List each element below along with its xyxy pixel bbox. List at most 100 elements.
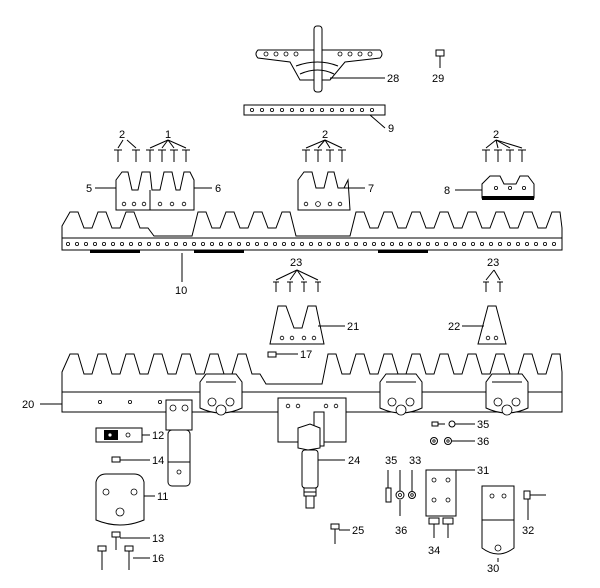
part-12-bracket	[95, 427, 150, 443]
callout-label: 35	[477, 419, 489, 431]
rivet-hole	[479, 241, 484, 246]
part-16-bolts	[97, 545, 150, 570]
rivet-hole	[128, 241, 133, 246]
left-mount-bracket	[165, 399, 193, 487]
rivet-hole	[173, 241, 178, 246]
rivet-hole	[425, 241, 430, 246]
callout-label: 28	[387, 73, 399, 85]
rivet-hole	[506, 241, 511, 246]
callout-label: 35	[385, 455, 397, 467]
rivet-hole	[326, 241, 331, 246]
callout-label: 23	[290, 257, 302, 269]
rivet-hole	[534, 241, 539, 246]
bolt-group-23-left	[273, 269, 321, 292]
rivet-hole	[380, 241, 385, 246]
callout-label: 16	[152, 553, 164, 565]
rivet-hole	[543, 241, 548, 246]
rivet-hole	[254, 241, 259, 246]
rivet-hole	[157, 399, 162, 404]
part-9-strip	[243, 104, 386, 129]
part-11-plate	[95, 473, 155, 526]
callout-label: 10	[175, 285, 187, 297]
rivet-hole	[416, 241, 421, 246]
callout-label: 5	[86, 183, 92, 195]
callout-label: 30	[487, 563, 499, 575]
rivet-hole	[84, 241, 89, 246]
rivet-hole	[191, 241, 196, 246]
rivet-hole	[443, 241, 448, 246]
callout-label: 33	[409, 455, 421, 467]
rivet-hole	[434, 241, 439, 246]
rivet-hole	[371, 241, 376, 246]
callout-label: 9	[388, 123, 394, 135]
rivet-hole	[407, 241, 412, 246]
callout-label: 29	[432, 73, 444, 85]
callout-label: 25	[352, 525, 364, 537]
rivet-hole	[111, 241, 116, 246]
rivet-hole	[516, 241, 521, 246]
callout-label: 32	[522, 525, 534, 537]
part-21-guard	[269, 305, 345, 345]
rivet-hole	[272, 241, 277, 246]
rivet-hole	[209, 241, 214, 246]
rivet-hole	[488, 241, 493, 246]
part-5-6-guards	[95, 171, 212, 211]
rivet-hole	[66, 241, 71, 246]
callout-label: 17	[300, 349, 312, 361]
rivet-hole	[525, 241, 530, 246]
rivet-hole	[353, 241, 358, 246]
rivet-hole	[200, 241, 205, 246]
part-7-guard	[297, 171, 365, 211]
part-30-plate	[481, 485, 515, 562]
callout-label: 34	[428, 545, 440, 557]
rivet-hole	[470, 241, 475, 246]
callout-label: 13	[152, 533, 164, 545]
rivet-hole	[182, 241, 187, 246]
rivet-hole	[236, 241, 241, 246]
rivet-hole	[317, 241, 322, 246]
part-25-bolt	[330, 523, 350, 544]
rivet-hole	[290, 241, 295, 246]
bolt-group-middle	[302, 139, 346, 162]
rivet-hole	[137, 241, 142, 246]
rivet-hole	[227, 241, 232, 246]
part-22-plate	[462, 305, 507, 345]
part-10-cutter-bar	[61, 211, 563, 282]
part-13-bolt	[111, 531, 150, 550]
callout-label: 14	[152, 455, 164, 467]
rivet-hole	[281, 241, 286, 246]
rivet-hole	[245, 241, 250, 246]
rivet-hole	[299, 241, 304, 246]
callout-label: 1	[165, 129, 171, 141]
rivet-hole	[93, 241, 98, 246]
callout-label: 12	[152, 430, 164, 442]
callout-label: 36	[477, 436, 489, 448]
part-31-33-34-assembly	[385, 469, 475, 538]
rivet-hole	[102, 241, 107, 246]
bolt-group-right	[482, 139, 526, 162]
callout-label: 22	[448, 321, 460, 333]
rivet-hole	[263, 241, 268, 246]
callout-label: 36	[395, 525, 407, 537]
rivet-hole	[452, 241, 457, 246]
rivet-hole	[398, 241, 403, 246]
rivet-hole	[218, 241, 223, 246]
rivet-hole	[461, 241, 466, 246]
rivet-hole	[164, 241, 169, 246]
callout-label: 6	[215, 183, 221, 195]
rivet-hole	[308, 241, 313, 246]
part-28-knife-head	[255, 25, 385, 93]
rivet-hole	[344, 241, 349, 246]
rivet-hole	[127, 399, 132, 404]
rivet-hole	[98, 399, 103, 404]
callout-label: 2	[322, 129, 328, 141]
callout-label: 24	[348, 455, 360, 467]
bolt-group-23-right	[483, 269, 503, 292]
rivet-hole	[362, 241, 367, 246]
part-29-bolt	[435, 49, 445, 68]
rivet-hole	[146, 241, 151, 246]
part-17-screw	[267, 351, 298, 358]
callout-label: 2	[493, 129, 499, 141]
part-20-cutter-bar	[40, 353, 563, 416]
